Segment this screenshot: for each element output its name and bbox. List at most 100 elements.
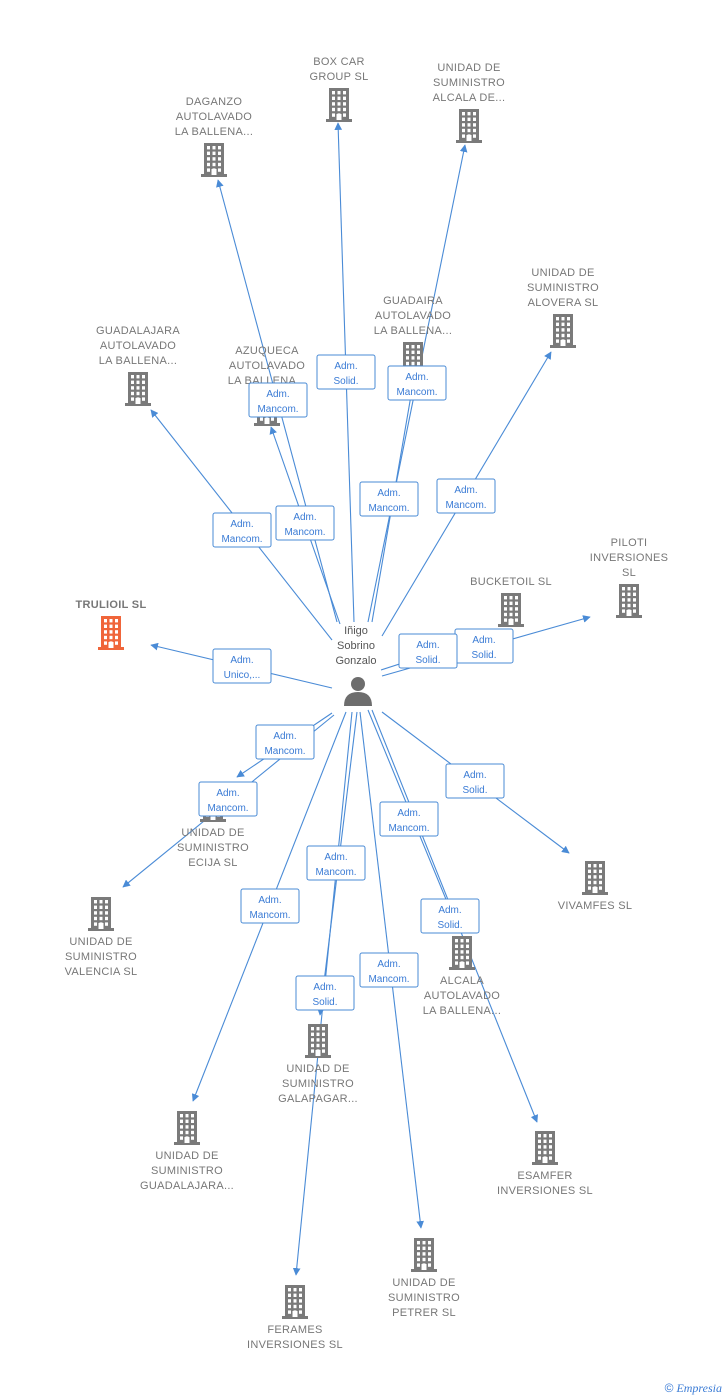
relation-label: Adm.	[230, 655, 253, 666]
relation-badge-box-car[interactable]: Adm.Solid.	[316, 354, 376, 390]
relation-label: Adm.	[266, 389, 289, 400]
company-label: PETRER SL	[392, 1307, 456, 1319]
relation-badge-guadalajara-auto[interactable]: Adm. Mancom.	[212, 512, 272, 548]
relation-label: Mancom.	[388, 823, 429, 834]
building-icon	[98, 616, 124, 650]
relation-badge-trulioil[interactable]: Adm. Unico,...	[212, 648, 272, 684]
company-label: BUCKETOIL SL	[470, 576, 552, 588]
relation-label: Adm.	[230, 519, 253, 530]
relation-badge-unidad-alovera[interactable]: Adm.Mancom.	[436, 478, 496, 514]
company-label: SUMINISTRO	[388, 1292, 460, 1304]
relation-badge-unidad-galapagar[interactable]: Adm. Solid.	[295, 975, 355, 1011]
company-label: PILOTI	[611, 537, 648, 549]
relation-badge-esamfer[interactable]: Adm.Mancom.	[379, 801, 439, 837]
relation-label: Unico,...	[224, 670, 261, 681]
company-label: DAGANZO	[186, 96, 243, 108]
building-icon	[326, 88, 352, 122]
company-label: GUADALAJARA	[96, 325, 180, 337]
company-node-unidad-galapagar[interactable]: UNIDAD DESUMINISTROGALAPAGAR...	[278, 1024, 358, 1105]
building-icon	[498, 593, 524, 627]
relation-badge-unidad-valencia[interactable]: Adm.Mancom.	[198, 781, 258, 817]
relation-badge-ferames[interactable]: Adm.Mancom.	[306, 845, 366, 881]
relation-badge-daganzo[interactable]: Adm. Mancom.	[248, 382, 308, 418]
copyright-symbol: ©	[664, 1381, 674, 1395]
company-label: LA BALLENA...	[374, 325, 453, 337]
relation-label: Adm.	[472, 635, 495, 646]
building-icon	[550, 314, 576, 348]
relation-label: Adm.	[313, 982, 336, 993]
relation-label: Mancom.	[249, 910, 290, 921]
relation-badge-unidad-petrer[interactable]: Adm. Mancom.	[359, 952, 419, 988]
company-label: GROUP SL	[309, 71, 368, 83]
company-label: SUMINISTRO	[527, 282, 599, 294]
relation-badge-unidad-guadalajara[interactable]: Adm. Mancom.	[240, 888, 300, 924]
company-node-unidad-guadalajara[interactable]: UNIDAD DESUMINISTROGUADALAJARA...	[140, 1111, 234, 1192]
company-label: UNIDAD DE	[155, 1150, 218, 1162]
building-icon	[88, 897, 114, 931]
company-label: AUTOLAVADO	[229, 360, 305, 372]
relation-badge-vivamfes[interactable]: Adm.Solid.	[445, 763, 505, 799]
company-label: SUMINISTRO	[65, 951, 137, 963]
company-label: VALENCIA SL	[65, 966, 138, 978]
building-icon	[532, 1131, 558, 1165]
company-label: ALOVERA SL	[528, 297, 599, 309]
company-label: GUADALAJARA...	[140, 1180, 234, 1192]
relation-badge-alcala-auto[interactable]: Adm.Solid.	[420, 898, 480, 934]
company-node-trulioil[interactable]: TRULIOIL SL	[76, 599, 147, 650]
building-icon	[282, 1285, 308, 1319]
relation-badge-azuqueca[interactable]: Adm.Mancom.	[275, 505, 335, 541]
relation-label: Adm.	[324, 852, 347, 863]
building-icon	[305, 1024, 331, 1058]
company-label: UNIDAD DE	[69, 936, 132, 948]
person-icon	[344, 677, 372, 706]
relation-label: Solid.	[462, 785, 487, 796]
relation-label: Adm.	[258, 895, 281, 906]
company-label: UNIDAD DE	[181, 827, 244, 839]
building-icon	[174, 1111, 200, 1145]
relation-badge-unidad-ecija[interactable]: Adm.Mancom.	[255, 724, 315, 760]
relation-badge-piloti[interactable]: Adm. Solid.	[454, 628, 514, 664]
relation-badge-bucketoil[interactable]: Adm.Solid.	[398, 633, 458, 669]
company-node-unidad-valencia[interactable]: UNIDAD DE SUMINISTRO VALENCIA SL	[65, 897, 138, 978]
relation-label: Solid.	[312, 997, 337, 1008]
relation-label: Mancom.	[257, 404, 298, 415]
relation-label: Solid.	[437, 920, 462, 931]
company-label: LA BALLENA...	[175, 126, 254, 138]
relation-label: Mancom.	[221, 534, 262, 545]
company-label: AZUQUECA	[235, 345, 299, 357]
building-icon	[201, 143, 227, 177]
company-node-bucketoil[interactable]: BUCKETOIL SL	[470, 576, 552, 627]
relation-label: Adm.	[216, 788, 239, 799]
relation-label: Adm.	[405, 372, 428, 383]
company-node-unidad-petrer[interactable]: UNIDAD DE SUMINISTRO PETRER SL	[388, 1238, 460, 1319]
company-label: UNIDAD DE	[392, 1277, 455, 1289]
company-label: AUTOLAVADO	[424, 990, 500, 1002]
relation-badge-guadaira[interactable]: Adm.Mancom.	[359, 481, 419, 517]
company-label: FERAMES	[267, 1324, 322, 1336]
brand-name: Empresia	[676, 1381, 722, 1395]
company-node-vivamfes[interactable]: VIVAMFES SL	[558, 861, 633, 912]
relation-label: Adm.	[377, 488, 400, 499]
relation-label: Solid.	[471, 650, 496, 661]
relation-label: Adm.	[377, 959, 400, 970]
company-label: SUMINISTRO	[282, 1078, 354, 1090]
relation-label: Mancom.	[368, 974, 409, 985]
company-label: VIVAMFES SL	[558, 900, 633, 912]
company-label: ECIJA SL	[188, 857, 237, 869]
relation-badge-unidad-alcala[interactable]: Adm.Mancom.	[387, 365, 447, 401]
company-label: ESAMFER	[517, 1170, 572, 1182]
footer-brand[interactable]: © Empresia	[665, 1381, 722, 1396]
relation-label: Adm.	[334, 361, 357, 372]
